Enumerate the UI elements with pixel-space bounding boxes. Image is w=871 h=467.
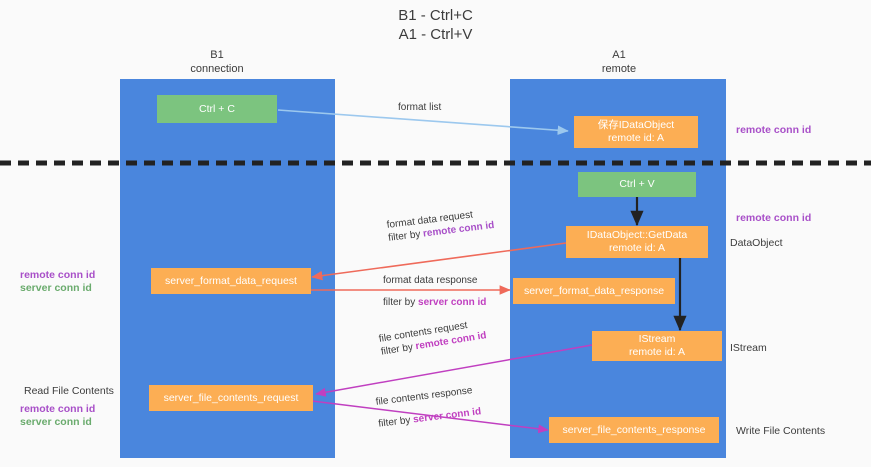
lane-a1-name: A1 bbox=[612, 49, 626, 61]
lane-header-a1: A1 remote bbox=[554, 48, 684, 76]
node-server-file-contents-response[interactable]: server_file_contents_response bbox=[549, 417, 719, 443]
node-server-format-data-request[interactable]: server_format_data_request bbox=[151, 268, 311, 294]
node-saved-idataobject-line1: 保存IDataObject bbox=[597, 119, 675, 131]
node-idataobject-getdata-line1: IDataObject::GetData bbox=[586, 229, 688, 241]
diagram-title: B1 - Ctrl+C A1 - Ctrl+V bbox=[0, 6, 871, 44]
node-ctrl-c[interactable]: Ctrl + C bbox=[157, 95, 277, 123]
edge-label-file-contents-response: file contents response filter by server … bbox=[375, 383, 482, 430]
edge-label-prefix: filter by bbox=[377, 414, 414, 430]
node-ctrl-v-label: Ctrl + V bbox=[619, 178, 655, 190]
node-istream-line2: remote id: A bbox=[628, 346, 686, 358]
edge-label-format-data-response-line2: filter by server conn id bbox=[383, 296, 486, 309]
node-idataobject-getdata-line2: remote id: A bbox=[608, 242, 666, 254]
lane-b1-name: B1 bbox=[210, 49, 224, 61]
title-line-1: B1 - Ctrl+C bbox=[398, 7, 473, 24]
edge-label-file-contents-response-line1: file contents response bbox=[375, 385, 474, 408]
annotation-left-remote-conn-id-mid: remote conn id bbox=[20, 269, 96, 281]
node-server-file-contents-request-label: server_file_contents_request bbox=[163, 391, 299, 404]
node-server-file-contents-request[interactable]: server_file_contents_request bbox=[149, 385, 313, 411]
annotation-right-istream: IStream bbox=[730, 342, 767, 354]
node-ctrl-c-label: Ctrl + C bbox=[199, 102, 235, 115]
lane-a1-sub: remote bbox=[601, 63, 637, 75]
node-server-file-contents-response-label: server_file_contents_response bbox=[562, 423, 706, 436]
node-saved-idataobject[interactable]: 保存IDataObject remote id: A bbox=[574, 116, 698, 148]
node-istream[interactable]: IStream remote id: A bbox=[592, 331, 722, 361]
title-line-2: A1 - Ctrl+V bbox=[398, 26, 473, 43]
edge-label-prefix: filter by bbox=[383, 297, 419, 308]
annotation-left-read-file-contents: Read File Contents bbox=[24, 385, 114, 397]
edge-label-prefix: filter by bbox=[380, 341, 417, 358]
node-ctrl-v[interactable]: Ctrl + V bbox=[578, 172, 696, 197]
edge-label-key-server-conn-id: server conn id bbox=[418, 297, 487, 308]
node-idataobject-getdata[interactable]: IDataObject::GetData remote id: A bbox=[566, 226, 708, 258]
lane-header-b1: B1 connection bbox=[152, 48, 282, 76]
edge-label-format-list: format list bbox=[398, 102, 442, 113]
edge-label-format-data-request: format data request filter by remote con… bbox=[386, 206, 495, 245]
node-server-format-data-response[interactable]: server_format_data_response bbox=[513, 278, 675, 304]
edge-label-key-server-conn-id: server conn id bbox=[412, 406, 482, 426]
edge-label-file-contents-request: file contents request filter by remote c… bbox=[378, 316, 487, 358]
lane-b1-sub: connection bbox=[190, 63, 244, 75]
node-istream-line1: IStream bbox=[638, 333, 676, 345]
node-server-format-data-request-label: server_format_data_request bbox=[165, 274, 297, 287]
annotation-left-remote-conn-id-bot: remote conn id bbox=[20, 403, 96, 415]
annotation-right-write-file-contents: Write File Contents bbox=[736, 425, 826, 437]
annotation-left-server-conn-id-bot: server conn id bbox=[20, 416, 92, 428]
annotation-right-remote-conn-id-mid: remote conn id bbox=[736, 212, 812, 224]
annotation-right-dataobject: DataObject bbox=[730, 237, 783, 249]
node-saved-idataobject-line2: remote id: A bbox=[607, 132, 665, 144]
annotation-right-remote-conn-id-top: remote conn id bbox=[736, 124, 812, 136]
node-server-format-data-response-label: server_format_data_response bbox=[523, 284, 665, 297]
annotation-left-server-conn-id-mid: server conn id bbox=[20, 282, 92, 294]
edge-label-format-data-response: format data response filter by server co… bbox=[383, 274, 486, 309]
edge-label-file-contents-response-line2: filter by server conn id bbox=[378, 405, 482, 431]
edge-label-prefix: filter by bbox=[387, 228, 424, 244]
edge-label-format-data-response-line1: format data response bbox=[383, 275, 478, 286]
